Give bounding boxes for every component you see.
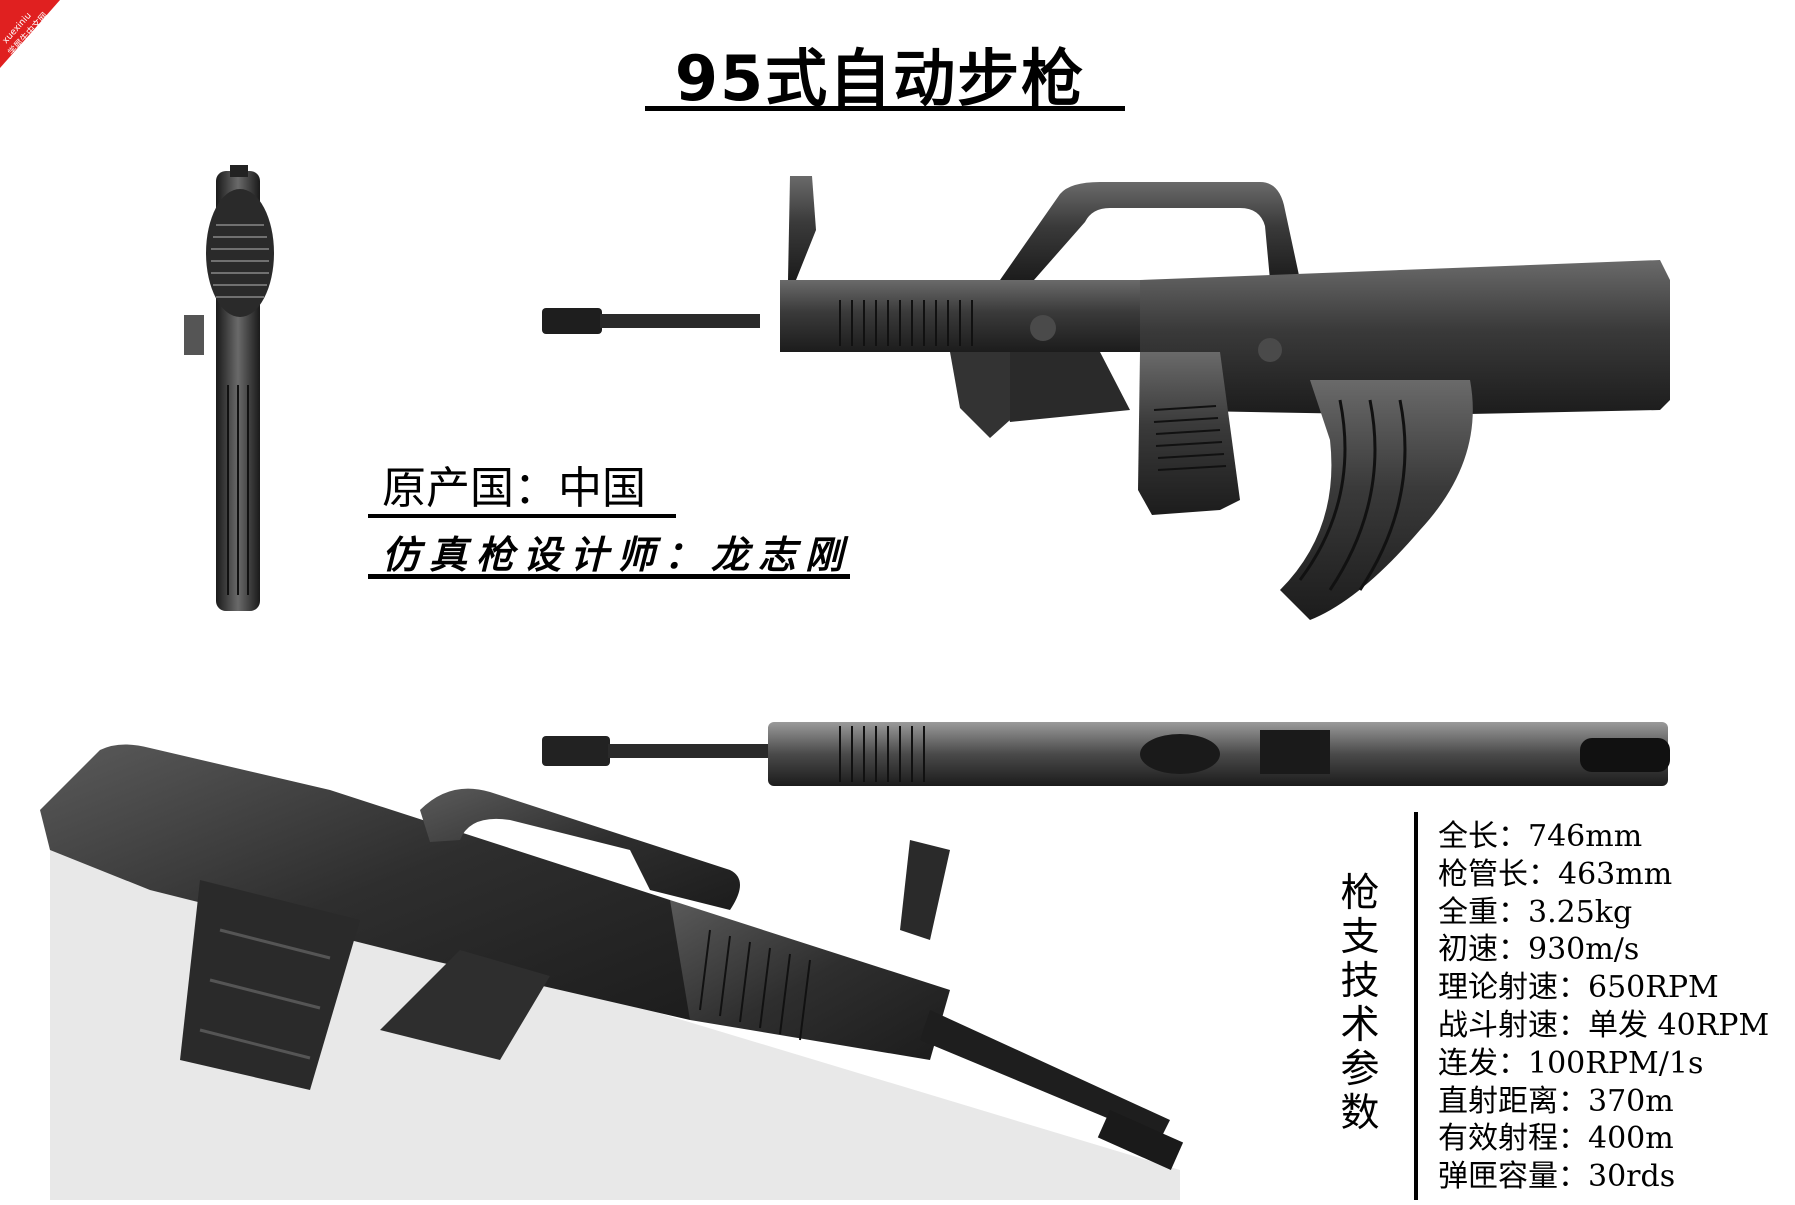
specs-divider (1414, 812, 1418, 1200)
origin-country-label: 原产国：中国 (382, 463, 646, 514)
rifle-side-view-image (542, 176, 1670, 620)
origin-underline (368, 514, 676, 518)
specs-list: 全长：746mm 枪管长：463mm 全重：3.25kg 初速：930m/s 理… (1438, 818, 1769, 1196)
spec-item-combat-rate: 战斗射速：单发 40RPM (1438, 1007, 1770, 1043)
rifle-rear-view-image (184, 165, 274, 611)
spec-item-effective-range: 有效射程：400m (1438, 1121, 1674, 1157)
spec-item-direct-fire-range: 直射距离：370m (1438, 1083, 1674, 1119)
page-title: 95式自动步枪 (674, 42, 1086, 115)
spec-item-muzzle-velocity: 初速：930m/s (1438, 932, 1640, 968)
spec-item-weight: 全重：3.25kg (1438, 894, 1633, 930)
designer-label: 仿真枪设计师：龙志刚 (382, 532, 853, 577)
spec-item-barrel-length: 枪管长：463mm (1438, 856, 1673, 892)
designer-underline (368, 574, 850, 579)
spec-item-length: 全长：746mm (1438, 819, 1643, 854)
spec-item-magazine-capacity: 弹匣容量：30rds (1438, 1159, 1676, 1195)
spec-item-burst: 连发：100RPM/1s (1438, 1045, 1704, 1081)
specs-heading: 枪支技术参数 (1340, 871, 1380, 1136)
rifle-top-view-image (542, 722, 1670, 786)
spec-item-theoretical-rate: 理论射速：650RPM (1438, 970, 1719, 1006)
title-underline (645, 106, 1125, 111)
rifle-perspective-view-image (40, 744, 1184, 1200)
watermark-ribbon: xuexiniu 学犀牛中文网 (0, 0, 60, 68)
